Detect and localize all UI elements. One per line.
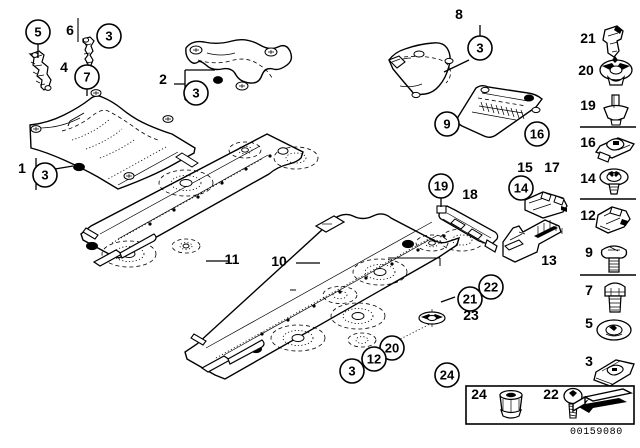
legend-box: [465, 385, 635, 425]
column-label-20: 20: [578, 62, 594, 78]
balloon-20-label: 20: [385, 341, 399, 356]
diagram-code: 00159080: [570, 427, 623, 438]
column-label-19: 19: [580, 97, 596, 113]
label-17: 17: [544, 159, 560, 175]
label-11: 11: [225, 251, 240, 267]
balloon-21[interactable]: 21: [457, 286, 483, 312]
column-label-12: 12: [580, 207, 596, 223]
parts-column-separators: [580, 126, 636, 276]
balloon-3a[interactable]: 3: [96, 23, 122, 49]
label-1: 1: [18, 160, 26, 176]
balloon-21-label: 21: [463, 292, 477, 307]
label-15: 15: [517, 159, 533, 175]
part-13-bracket: [502, 219, 563, 263]
part-15-17-bracket: [524, 191, 568, 219]
balloon-12-label: 12: [367, 352, 381, 367]
parts-column-labels: 21 20 19 16 14 12 9 7 5 3: [578, 30, 596, 369]
balloon-14[interactable]: 14: [508, 175, 534, 201]
balloon-7-label: 7: [83, 70, 90, 85]
balloon-3b[interactable]: 3: [183, 80, 209, 106]
column-label-5: 5: [585, 315, 593, 331]
balloon-9[interactable]: 9: [434, 111, 460, 137]
legend-label-24: 24: [471, 386, 487, 402]
part-19-push-pin-rivet-icon: [603, 94, 629, 126]
part-5-bracket-assembly: [28, 50, 52, 91]
balloon-5-label: 5: [34, 25, 41, 40]
balloon-24-label: 24: [440, 368, 455, 383]
part-11-underbody-panel: [80, 133, 319, 268]
part-14-plastic-nut-icon: [599, 168, 629, 195]
balloon-9-label: 9: [443, 117, 450, 132]
balloon-12[interactable]: 12: [361, 346, 387, 372]
column-label-3: 3: [585, 353, 593, 369]
balloon-3c-label: 3: [41, 168, 48, 183]
part-8-rear-corner-panel: [388, 42, 454, 99]
label-6: 6: [66, 22, 74, 38]
balloon-3b-label: 3: [192, 86, 199, 101]
label-18: 18: [462, 186, 478, 202]
panel-10-bosses: [270, 228, 485, 352]
balloon-3e[interactable]: 3: [339, 358, 365, 384]
leader-part-21-22: [440, 296, 456, 303]
balloon-3a-label: 3: [105, 29, 112, 44]
label-4: 4: [60, 59, 68, 75]
part-7-hex-body-screw-icon: [604, 282, 626, 313]
balloon-20[interactable]: 20: [379, 335, 405, 361]
label-10: 10: [271, 253, 287, 269]
balloon-3d-label: 3: [476, 41, 483, 56]
column-label-7: 7: [585, 282, 593, 298]
part-1-front-underbody-panel: [29, 89, 199, 190]
part-10-underbody-panel: [184, 213, 485, 380]
panel-11-fastener-points: [148, 154, 272, 226]
part-5-washer-icon: [596, 319, 632, 341]
shield-perforations: [478, 101, 525, 120]
part-2-wheel-arch-liner: [185, 38, 293, 91]
balloon-22-label: 22: [484, 280, 498, 295]
balloon-callouts: 5 3 7 3 3 3 9 16 19 14 22: [25, 19, 550, 388]
balloon-24[interactable]: 24: [434, 362, 460, 388]
part-20-rosette-clip-icon: [599, 56, 633, 86]
leader-part-3d: [443, 59, 470, 73]
balloon-14-label: 14: [514, 181, 529, 196]
label-2: 2: [159, 71, 167, 87]
column-label-21: 21: [580, 30, 596, 46]
column-label-14: 14: [580, 170, 596, 186]
part-12-retaining-clip-icon: [595, 206, 631, 234]
column-label-9: 9: [585, 244, 593, 260]
part-9-heat-shield: [456, 85, 543, 138]
part-21-expanding-rivet-icon: [602, 25, 624, 58]
balloon-19-label: 19: [434, 179, 448, 194]
part-23-rosette-washer: [418, 309, 446, 327]
column-label-16: 16: [580, 134, 596, 150]
part-3-spring-nut-clip-icon: [593, 359, 635, 387]
label-13: 13: [541, 252, 557, 268]
balloon-19[interactable]: 19: [428, 173, 454, 199]
legend-label-22: 22: [543, 386, 559, 402]
direction-of-travel-arrow-icon: [572, 388, 634, 413]
plain-number-labels: 6 4 2 1 8 11 10 18 15 17 13 23: [18, 6, 560, 323]
balloon-5[interactable]: 5: [25, 19, 51, 45]
balloon-22[interactable]: 22: [478, 274, 504, 300]
legend-part-24-cap-nut-icon: [499, 390, 523, 419]
part-13-ribs: [537, 220, 563, 234]
legend-labels: 24 22: [471, 386, 559, 402]
balloon-3c[interactable]: 3: [32, 162, 58, 188]
leader-part-2: [174, 69, 215, 101]
balloon-16-label: 16: [530, 127, 544, 142]
part-16-clip-bracket-icon: [595, 137, 635, 163]
balloon-3d[interactable]: 3: [467, 35, 493, 61]
label-8: 8: [455, 6, 463, 22]
balloon-7[interactable]: 7: [74, 64, 100, 90]
balloon-16[interactable]: 16: [524, 121, 550, 147]
part-18-reinforcement-rail: [436, 205, 499, 253]
balloon-3e-label: 3: [348, 364, 355, 379]
panel-10-fastener-points: [260, 234, 446, 336]
part-9-pan-head-screw-icon: [600, 245, 628, 273]
